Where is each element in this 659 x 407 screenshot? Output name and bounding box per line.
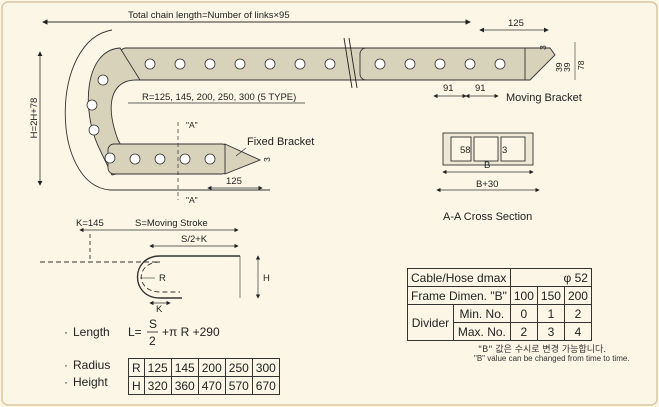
h-value: 670 <box>251 376 280 395</box>
cross-section-caption: A-A Cross Section <box>443 211 532 223</box>
h-value: 360 <box>170 376 199 395</box>
r-value: 125 <box>143 358 172 377</box>
h-value: 320 <box>143 376 172 395</box>
r-value: 200 <box>197 358 226 377</box>
dim-3-fixed: 3 <box>262 157 272 162</box>
max-value: 3 <box>536 322 565 341</box>
spec-table: Cable/Hose dmax φ 52 Frame Dimen. "B" 10… <box>407 268 592 341</box>
pitch-125-top: 125 <box>508 18 524 29</box>
stroke-diagram <box>40 227 261 306</box>
formula-two: 2 <box>149 334 156 348</box>
length-lhs: L= <box>128 325 142 339</box>
pitch-91-b: 91 <box>475 83 486 94</box>
dim-b: B <box>484 160 490 171</box>
max-value: 4 <box>563 322 592 341</box>
table-row: H 320 360 470 570 670 <box>128 376 280 395</box>
height-bullet: · <box>64 375 68 389</box>
chain-envelope-curve <box>64 29 270 191</box>
note-korean: "B" 값은 수시로 변경 가능합니다. <box>478 345 607 355</box>
r-value: 145 <box>170 358 199 377</box>
formula-s: S <box>149 317 157 331</box>
radius-row-label: Radius <box>73 358 110 372</box>
s2k-label: S/2+K <box>181 234 208 245</box>
h-value: 470 <box>197 376 226 395</box>
min-value: 0 <box>509 304 538 323</box>
r-key: R <box>128 358 145 377</box>
table-row: R 125 145 200 250 300 <box>128 358 280 377</box>
cable-value: φ 52 <box>509 268 592 287</box>
dim-3-right: 3 <box>538 45 548 50</box>
cross-section-drawing <box>436 132 540 193</box>
min-value: 2 <box>563 304 592 323</box>
frame-value: 100 <box>509 286 538 305</box>
min-value: 1 <box>536 304 565 323</box>
length-bullet: · <box>64 325 68 339</box>
table-row: Cable/Hose dmax φ 52 <box>407 268 592 287</box>
section-a-bottom: "A" <box>186 195 198 205</box>
table-row: Divider Min. No. 0 1 2 <box>407 304 592 341</box>
frame-label: Frame Dimen. "B" <box>407 286 511 305</box>
height-h-label: H <box>263 273 270 284</box>
moving-stroke-label: S=Moving Stroke <box>135 218 208 229</box>
section-a-top: "A" <box>186 120 198 130</box>
cable-label: Cable/Hose dmax <box>407 268 511 287</box>
k-label: K <box>156 304 163 315</box>
dim-58: 58 <box>460 145 471 156</box>
radius-label: R=125, 145, 200, 250, 300 (5 TYPE) <box>142 92 296 103</box>
frame-value: 200 <box>563 286 592 305</box>
k145-label: K=145 <box>76 218 104 229</box>
formula-tail: +π R +290 <box>162 325 220 339</box>
dim-39b-right: 39 <box>562 62 572 72</box>
h-key: H <box>128 376 145 395</box>
max-value: 2 <box>509 322 538 341</box>
link-joints <box>86 58 506 165</box>
r-value: 250 <box>224 358 253 377</box>
dim-b30: B+30 <box>476 179 498 190</box>
fixed-bracket-label: Fixed Bracket <box>247 136 314 148</box>
r-value: 300 <box>251 358 280 377</box>
fixed-bracket-leader <box>235 147 247 157</box>
dim-3-section: 3 <box>502 145 507 156</box>
frame-value: 150 <box>536 286 565 305</box>
length-label: Length <box>73 325 110 339</box>
radius-r-label: R <box>159 273 166 284</box>
dim-78-right: 78 <box>576 60 586 70</box>
h-value: 570 <box>224 376 253 395</box>
radius-bullet: · <box>64 358 68 372</box>
height-formula-label: H=2H+78 <box>29 98 40 139</box>
height-row-label: Height <box>73 375 108 389</box>
table-row: Max. No. 2 3 4 <box>408 322 592 341</box>
dim-39-right: 39 <box>554 62 564 72</box>
note-english: "B" value can be changed from time to ti… <box>474 354 630 363</box>
moving-bracket-label: Moving Bracket <box>506 92 582 104</box>
total-length-label: Total chain length=Number of links×95 <box>128 10 290 21</box>
divider-label: Divider <box>407 304 454 341</box>
min-label: Min. No. <box>452 304 511 323</box>
max-label: Max. No. <box>452 322 511 341</box>
radius-height-table: R 125 145 200 250 300 H 320 360 470 570 … <box>128 358 280 395</box>
table-row: Frame Dimen. "B" 100 150 200 <box>407 286 592 305</box>
pitch-125-bottom: 125 <box>226 176 242 187</box>
pitch-91-a: 91 <box>443 83 454 94</box>
